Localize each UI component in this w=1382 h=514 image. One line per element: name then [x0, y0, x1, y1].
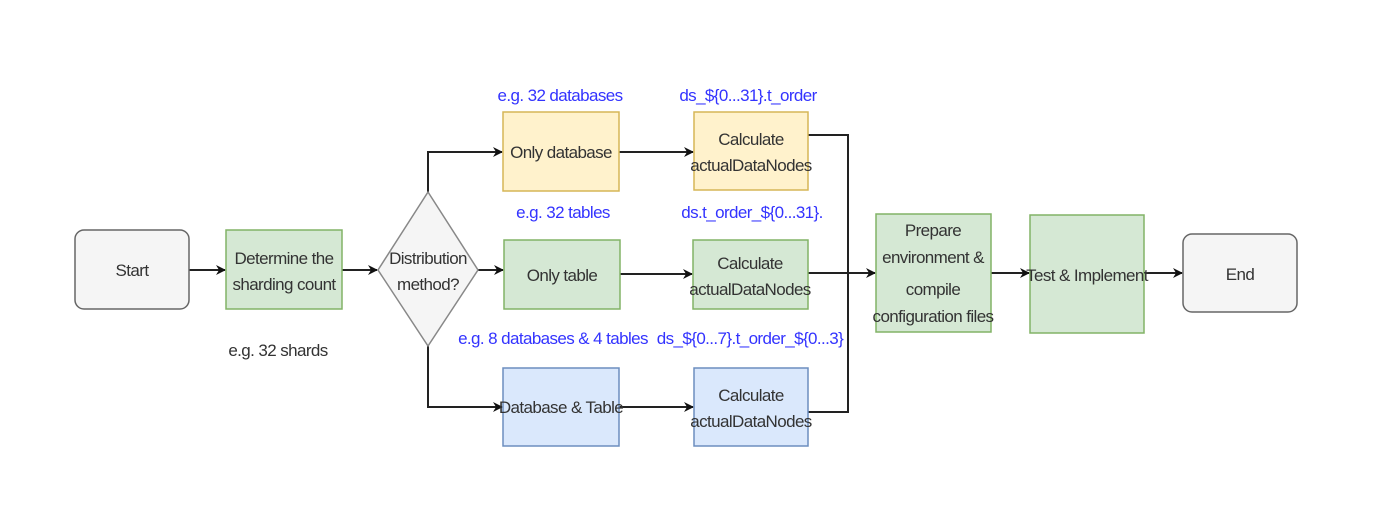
start-label: Start — [116, 261, 150, 280]
start-node[interactable]: Start — [74, 229, 190, 310]
only-database-node[interactable]: Only database — [502, 111, 620, 192]
database-table-label: Database & Table — [499, 398, 623, 417]
determine-label-line2: sharding count — [232, 275, 336, 294]
only-database-label: Only database — [510, 143, 612, 162]
calc-db-label-line1: Calculate — [718, 130, 784, 149]
db-example-annotation: e.g. 32 databases — [498, 86, 623, 105]
edge-decision-only-database — [427, 147, 503, 192]
prepare-label-line3: compile — [906, 280, 961, 299]
calc-table-node[interactable]: Calculate actualDataNodes — [689, 239, 811, 310]
table-example-annotation: e.g. 32 tables — [516, 203, 610, 222]
end-label: End — [1226, 265, 1255, 284]
calc-table-label-line2: actualDataNodes — [689, 280, 811, 299]
calc-dbtable-label-line1: Calculate — [718, 386, 784, 405]
end-node[interactable]: End — [1182, 233, 1298, 313]
table-nodes-annotation: ds.t_order_${0...31}. — [681, 203, 822, 222]
test-label: Test & Implement — [1026, 266, 1149, 285]
calc-dbtable-node[interactable]: Calculate actualDataNodes — [690, 367, 812, 447]
edge-decision-database-table — [427, 346, 503, 412]
shards-annotation: e.g. 32 shards — [228, 341, 327, 360]
determine-sharding-count-node[interactable]: Determine the sharding count — [225, 229, 343, 310]
only-table-node[interactable]: Only table — [503, 239, 621, 310]
decision-label-line2: method? — [397, 275, 459, 294]
prepare-label-line4: configuration files — [873, 307, 994, 326]
decision-label-line1: Distribution — [389, 249, 467, 268]
calc-table-label-line1: Calculate — [717, 254, 783, 273]
database-table-node[interactable]: Database & Table — [499, 367, 624, 447]
prepare-environment-node[interactable]: Prepare environment & compile configurat… — [873, 213, 994, 333]
calc-dbtable-label-line2: actualDataNodes — [690, 412, 812, 431]
prepare-label-line2: environment & — [882, 248, 985, 267]
prepare-label-line1: Prepare — [905, 221, 961, 240]
distribution-method-decision[interactable]: Distribution method? — [377, 190, 479, 348]
edges — [189, 134, 1183, 413]
db-nodes-annotation: ds_${0...31}.t_order — [679, 86, 817, 105]
calc-db-node[interactable]: Calculate actualDataNodes — [690, 111, 812, 191]
dbtable-nodes-annotation: ds_${0...7}.t_order_${0...3} — [657, 329, 844, 348]
test-implement-node[interactable]: Test & Implement — [1026, 214, 1149, 334]
determine-label-line1: Determine the — [235, 249, 334, 268]
calc-db-label-line2: actualDataNodes — [690, 156, 812, 175]
only-table-label: Only table — [527, 266, 598, 285]
dbtable-example-annotation: e.g. 8 databases & 4 tables — [458, 329, 648, 348]
